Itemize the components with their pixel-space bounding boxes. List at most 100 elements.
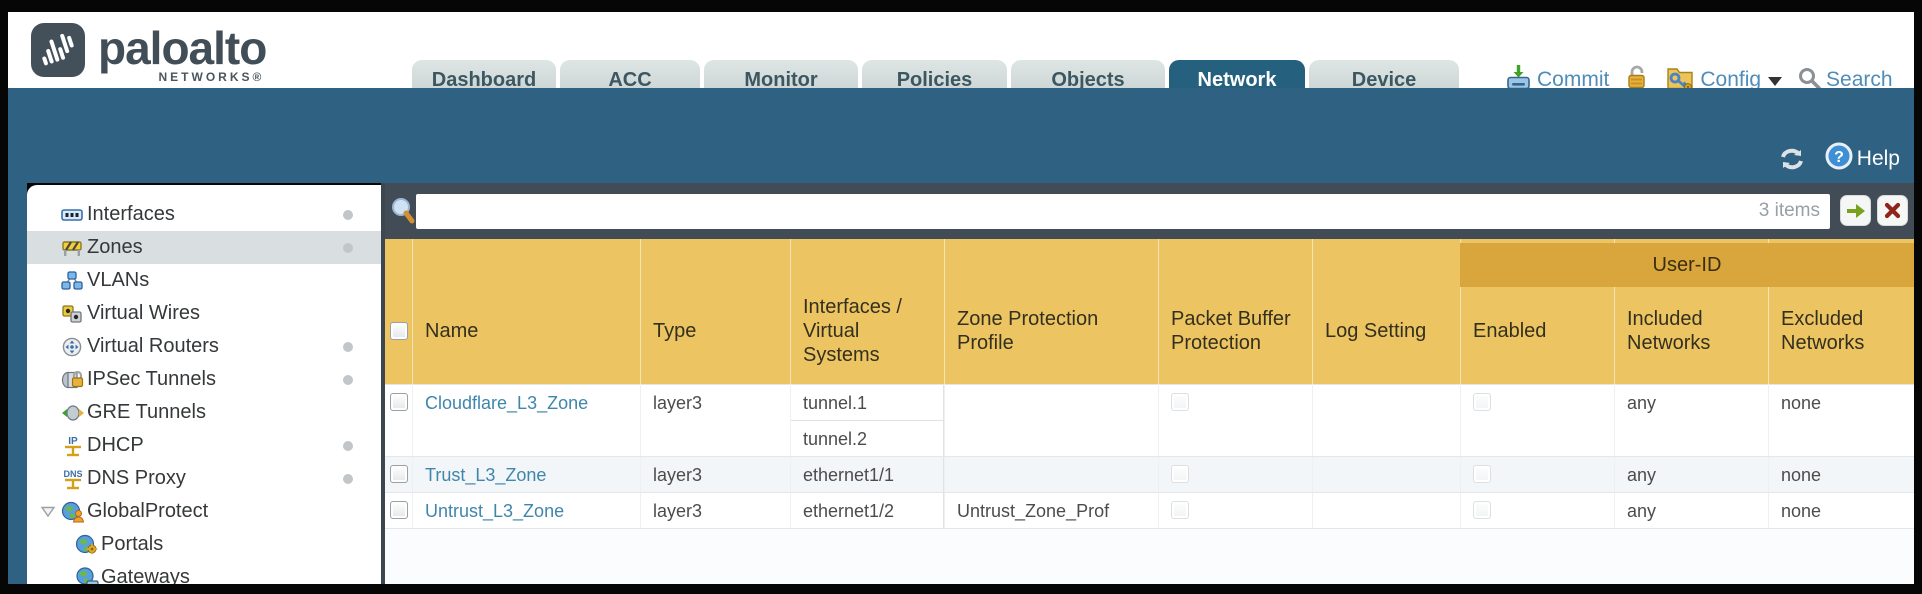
brand-networks: NETWORKS® [158, 70, 265, 84]
sidebar-item-globalprotect[interactable]: GlobalProtect [27, 495, 381, 528]
interfaces-cell: ethernet1/1 [790, 457, 944, 492]
sidebar-item-label: IPSec Tunnels [87, 368, 216, 390]
lock-icon[interactable] [1624, 64, 1650, 96]
left-gutter [8, 183, 27, 584]
zone-protection-profile-cell [944, 385, 1158, 456]
search-label[interactable]: Search [1826, 68, 1893, 91]
log-setting-cell [1312, 493, 1460, 528]
user-id-enabled-checkbox[interactable] [1473, 393, 1491, 411]
select-all-cell [385, 239, 412, 385]
zone-type-cell: layer3 [640, 493, 790, 528]
status-dot [343, 441, 353, 451]
column-header-type[interactable]: Type [640, 239, 790, 385]
sidebar-separator[interactable] [381, 183, 385, 584]
sidebar-item-label: DNS Proxy [87, 467, 186, 489]
included-networks-cell: any [1614, 385, 1768, 456]
help-label[interactable]: Help [1856, 146, 1900, 170]
expander-down-icon[interactable] [35, 505, 61, 518]
column-header-log-setting[interactable]: Log Setting [1312, 239, 1460, 385]
row-select-checkbox[interactable] [389, 393, 408, 411]
user-id-enabled-cell [1460, 457, 1614, 492]
filter-input[interactable] [416, 194, 1830, 229]
sidebar-item-label: GRE Tunnels [87, 401, 206, 423]
subheader-band: ? Help [8, 88, 1914, 183]
sidebar-item-virtual-wires[interactable]: Virtual Wires [27, 297, 381, 330]
search-action[interactable]: Search [1797, 66, 1893, 95]
column-header-zone-protection-profile[interactable]: Zone Protection Profile [944, 239, 1158, 385]
sidebar-item-dns-proxy[interactable]: DNS DNS Proxy [27, 462, 381, 495]
svg-text:?: ? [1834, 149, 1844, 166]
select-all-checkbox[interactable] [389, 322, 408, 340]
sidebar-item-zones[interactable]: Zones [27, 231, 381, 264]
commit-label[interactable]: Commit [1537, 68, 1610, 91]
zones-icon [61, 238, 87, 258]
sidebar-item-label: Virtual Wires [87, 302, 200, 324]
lock-action[interactable] [1624, 64, 1650, 96]
zone-name-link[interactable]: Cloudflare_L3_Zone [425, 393, 589, 413]
filter-search-icon [390, 196, 416, 231]
sidebar-item-portals[interactable]: Portals [27, 528, 381, 561]
virtual-wires-icon [61, 304, 87, 324]
help-icon[interactable]: ? [1825, 142, 1853, 175]
excluded-networks-cell: none [1768, 385, 1914, 456]
log-setting-cell [1312, 457, 1460, 492]
interface-entry: ethernet1/1 [791, 457, 944, 492]
filter-bar: 3 items [385, 183, 1914, 239]
packet-buffer-checkbox[interactable] [1171, 393, 1189, 411]
column-header-enabled[interactable]: Enabled [1460, 239, 1614, 385]
status-dot [343, 474, 353, 484]
vlans-icon [61, 270, 87, 291]
svg-text:DNS: DNS [63, 469, 82, 479]
packet-buffer-checkbox[interactable] [1171, 501, 1189, 519]
excluded-networks-cell: none [1768, 493, 1914, 528]
zone-name-cell: Cloudflare_L3_Zone [412, 385, 640, 456]
packet-buffer-checkbox[interactable] [1171, 465, 1189, 483]
sidebar-item-gre-tunnels[interactable]: GRE Tunnels [27, 396, 381, 429]
sidebar-item-vlans[interactable]: VLANs [27, 264, 381, 297]
commit-action[interactable]: Commit [1505, 64, 1609, 96]
virtual-routers-icon [61, 337, 87, 357]
column-header-name[interactable]: Name [412, 239, 640, 385]
column-header-interfaces-virtual-systems[interactable]: Interfaces / Virtual Systems [790, 239, 944, 385]
clear-filter-button[interactable] [1877, 195, 1908, 226]
config-action[interactable]: Config [1665, 64, 1783, 97]
user-id-enabled-checkbox[interactable] [1473, 501, 1491, 519]
sidebar-item-label: Gateways [101, 566, 190, 584]
sidebar-item-ipsec-tunnels[interactable]: IPSec Tunnels [27, 363, 381, 396]
column-header-excluded-networks[interactable]: Excluded Networks [1768, 239, 1914, 385]
sidebar-item-label: GlobalProtect [87, 500, 209, 522]
packet-buffer-protection-cell [1158, 385, 1312, 456]
config-label[interactable]: Config [1700, 68, 1762, 91]
sidebar-item-label: Portals [101, 533, 164, 555]
zone-name-link[interactable]: Untrust_L3_Zone [425, 501, 565, 521]
help-group: ? Help [1777, 142, 1900, 175]
sidebar-item-interfaces[interactable]: Interfaces [27, 198, 381, 231]
included-networks-cell: any [1614, 493, 1768, 528]
sidebar-item-gateways[interactable]: Gateways [27, 561, 381, 584]
zone-name-link[interactable]: Trust_L3_Zone [425, 465, 547, 485]
row-select-checkbox[interactable] [389, 501, 408, 519]
included-networks-cell: any [1614, 457, 1768, 492]
search-icon [1797, 66, 1821, 95]
row-select-checkbox[interactable] [389, 465, 408, 483]
user-id-enabled-cell [1460, 385, 1614, 456]
column-header-packet-buffer-protection[interactable]: Packet Buffer Protection [1158, 239, 1312, 385]
user-id-group-header: User-ID [1460, 243, 1914, 287]
portals-icon [75, 534, 101, 556]
svg-text:IP: IP [68, 436, 78, 447]
chevron-down-icon[interactable] [1768, 77, 1783, 86]
sidebar-item-virtual-routers[interactable]: Virtual Routers [27, 330, 381, 363]
apply-filter-button[interactable] [1840, 195, 1871, 226]
refresh-icon[interactable] [1777, 146, 1807, 172]
row-select-cell [385, 385, 412, 456]
column-header-included-networks[interactable]: Included Networks [1614, 239, 1768, 385]
user-id-enabled-checkbox[interactable] [1473, 465, 1491, 483]
dns-proxy-icon: DNS [61, 468, 87, 490]
row-select-cell [385, 493, 412, 528]
interface-entry: ethernet1/2 [791, 493, 944, 528]
